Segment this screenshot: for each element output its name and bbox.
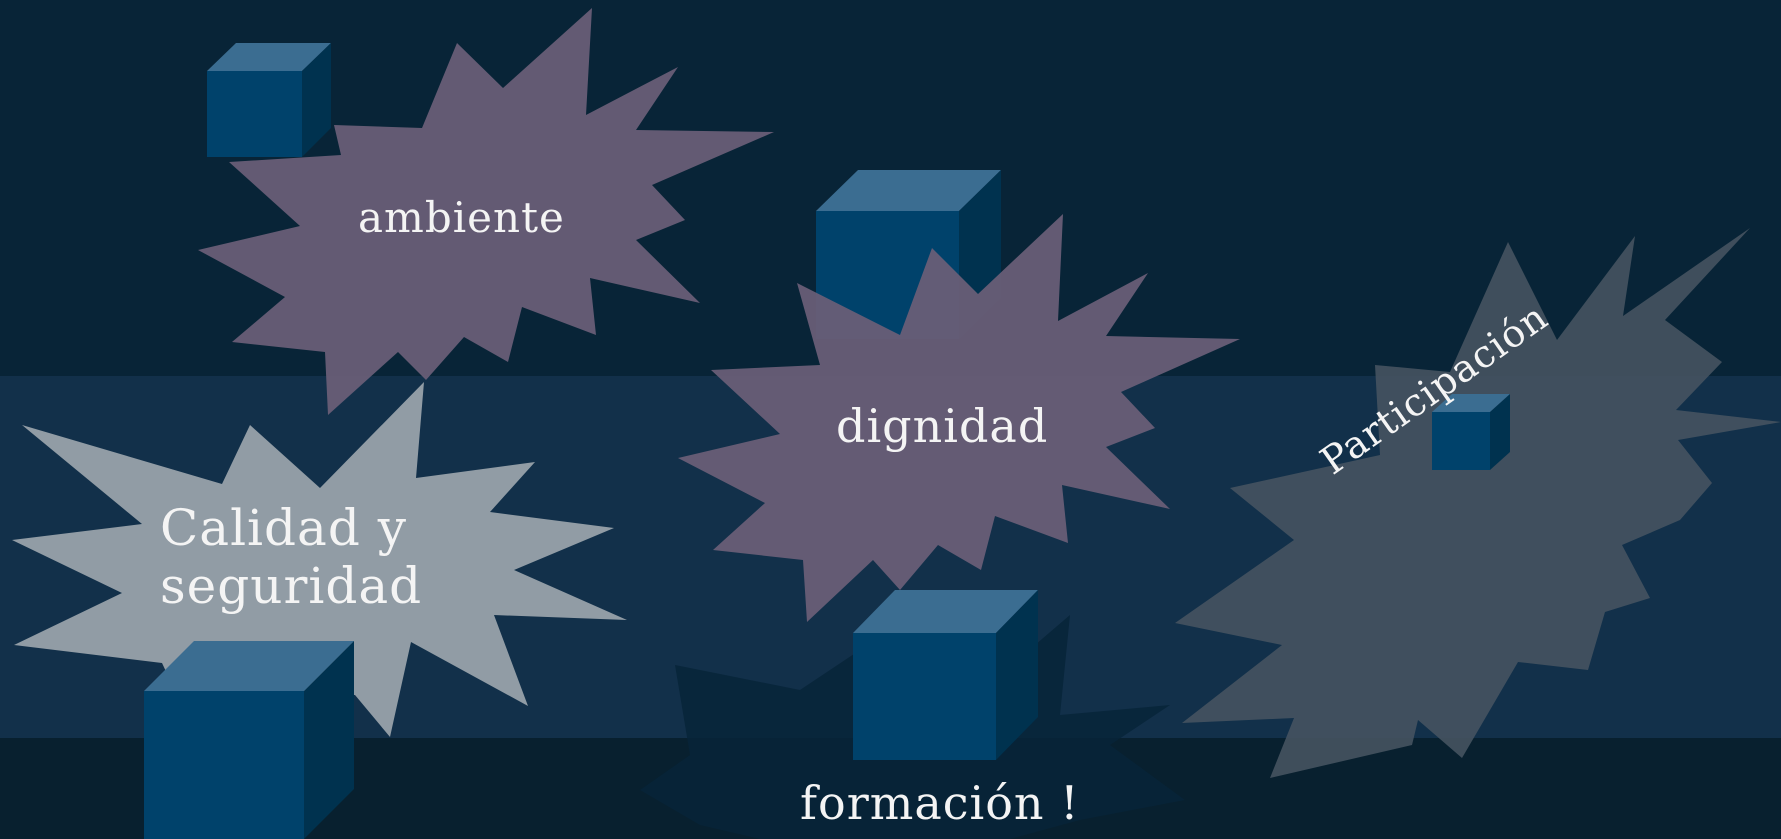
cube-small-right <box>1432 394 1510 470</box>
starburst-ambiente <box>198 8 774 415</box>
cube-top-left <box>207 43 331 157</box>
starburst-calidad <box>12 382 627 737</box>
label-calidad-y-seguridad: Calidad y seguridad <box>160 499 423 615</box>
cube-bottom-left <box>144 641 354 839</box>
cube-bottom-middle <box>853 590 1038 760</box>
label-calidad-line-1: Calidad y <box>160 499 408 557</box>
label-ambiente: ambiente <box>358 193 565 242</box>
label-dignidad: dignidad <box>836 399 1049 453</box>
label-formacion: formación ! <box>800 776 1080 830</box>
starburst-participacion <box>1175 228 1781 778</box>
starburst-dignidad <box>678 214 1240 622</box>
label-calidad-line-2: seguridad <box>160 556 423 615</box>
